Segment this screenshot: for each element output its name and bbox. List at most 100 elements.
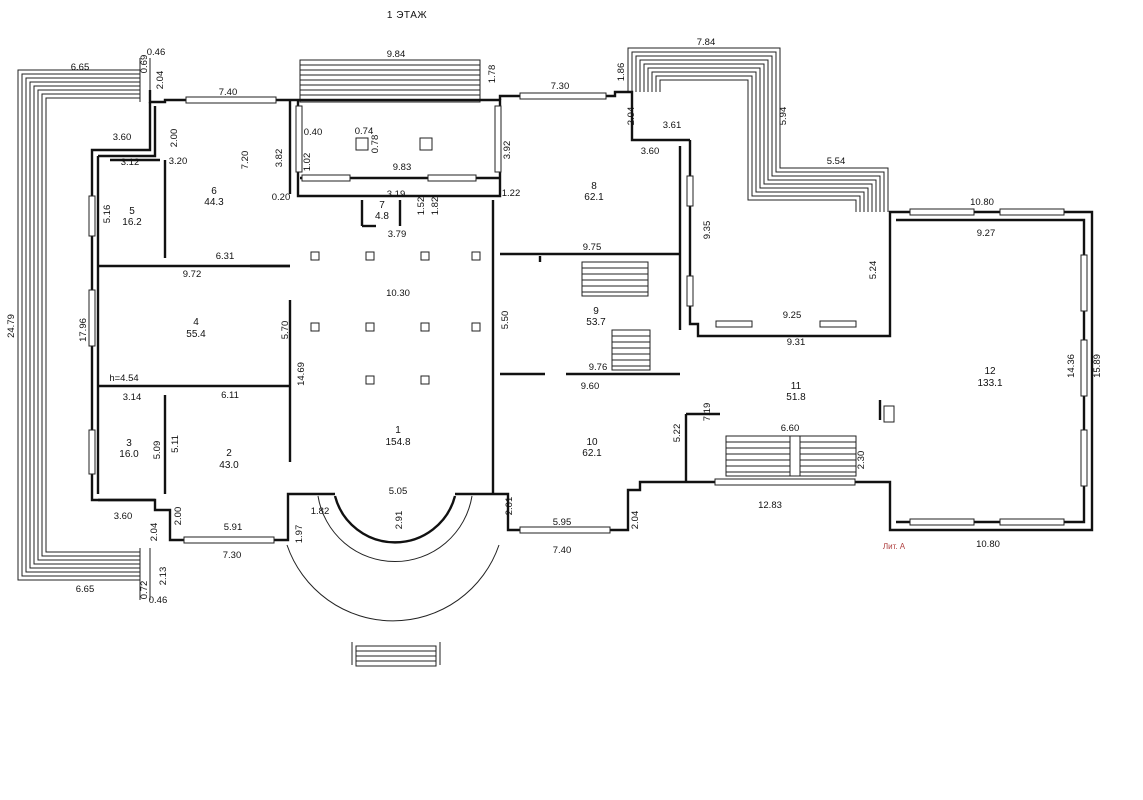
dim-label: 9.72: [183, 269, 202, 280]
dim-label: 10.30: [386, 288, 410, 299]
dim-label: 7.19: [702, 403, 713, 422]
dim-label: 1.82: [430, 197, 441, 216]
dim-label: 15.89: [1092, 354, 1103, 378]
dim-label: 3.19: [387, 189, 406, 200]
building-letter-label: Лит. А: [883, 542, 906, 551]
room-6-number: 6: [211, 186, 217, 197]
room-1-number: 1: [395, 425, 401, 436]
dim-label: 5.94: [778, 107, 789, 126]
dim-label: 3.60: [641, 146, 660, 157]
dim-label: 3.12: [121, 157, 140, 168]
dim-label: 9.25: [783, 310, 802, 321]
right-terrace-steps: [627, 47, 889, 212]
room-7-number: 7: [379, 200, 385, 211]
room-3-number: 3: [126, 438, 132, 449]
room-5-number: 5: [129, 206, 135, 217]
dim-label: 5.22: [672, 424, 683, 443]
entrance-porch: [286, 495, 500, 667]
dim-label: 24.79: [6, 314, 17, 338]
dim-label: 1.86: [616, 63, 627, 82]
dim-label: 0.40: [304, 127, 323, 138]
room-10-area: 62.1: [582, 448, 602, 459]
room-3-area: 16.0: [119, 449, 139, 460]
room-8-area: 62.1: [584, 192, 604, 203]
dim-label: 1.97: [294, 525, 305, 544]
room-9-area: 53.7: [586, 317, 606, 328]
dim-label: 2.91: [394, 511, 405, 530]
staircases: [581, 261, 857, 477]
room-2-number: 2: [226, 448, 232, 459]
room-2-area: 43.0: [219, 460, 239, 471]
dim-label: 3.79: [388, 229, 407, 240]
dim-label: 7.20: [240, 151, 251, 170]
dim-label: 0.69: [139, 55, 150, 74]
dim-label: 14.36: [1066, 354, 1077, 378]
dim-label: 2.04: [149, 523, 160, 542]
dim-label: 12.83: [758, 500, 782, 511]
dim-label: 9.84: [387, 49, 406, 60]
dim-label: 7.40: [553, 545, 572, 556]
room-11-area: 51.8: [786, 392, 806, 403]
dim-label: 10.80: [976, 539, 1000, 550]
columns: [310, 137, 895, 423]
dim-label: 1.52: [416, 197, 427, 216]
room-labels: 1 154.8 2 43.0 3 16.0 4 55.4 5 16.2 6 44…: [119, 181, 1003, 471]
windows: [88, 92, 1088, 544]
dim-label: 1.78: [487, 65, 498, 84]
dim-label: 9.31: [787, 337, 806, 348]
room-12-area: 133.1: [977, 378, 1002, 389]
dim-label: 5.09: [152, 441, 163, 460]
dim-label: 5.54: [827, 156, 846, 167]
dim-label: 9.76: [589, 362, 608, 373]
dim-label: 0.46: [147, 47, 166, 58]
dim-label: 5.05: [389, 486, 408, 497]
dim-label: 6.11: [221, 390, 239, 401]
dim-label: 0.72: [139, 581, 150, 600]
dim-label: 14.69: [296, 362, 307, 386]
room-11-number: 11: [791, 381, 802, 392]
top-center-steps: [299, 59, 481, 103]
dim-label: 2.04: [626, 107, 637, 126]
room-4-number: 4: [193, 317, 199, 328]
dim-label: 3.92: [502, 141, 513, 160]
dim-label: 2.01: [504, 497, 515, 516]
dim-label: 5.95: [553, 517, 572, 528]
dim-label: 3.82: [274, 149, 285, 168]
dimension-labels: 9.84 7.84 6.65 0.46 0.69 2.04 7.40 3.60 …: [6, 37, 1103, 606]
dim-label: 0.78: [370, 135, 381, 154]
dim-label: 2.04: [155, 71, 166, 90]
dim-label: 3.14: [123, 392, 142, 403]
dim-label: 7.84: [697, 37, 716, 48]
dim-label: 6.65: [71, 62, 90, 73]
room-12-number: 12: [984, 366, 996, 377]
dim-label: 9.27: [977, 228, 996, 239]
dim-label: 6.31: [216, 251, 235, 262]
room-9-number: 9: [593, 306, 599, 317]
dim-label: 3.60: [113, 132, 132, 143]
dim-label: 5.50: [500, 311, 511, 330]
dim-label: 2.13: [158, 567, 169, 586]
room-10-number: 10: [586, 437, 598, 448]
dim-label: 7.30: [551, 81, 570, 92]
dim-label: 5.91: [224, 522, 243, 533]
room-1-area: 154.8: [385, 437, 410, 448]
room-6-area: 44.3: [204, 197, 224, 208]
dim-label: 5.11: [170, 435, 181, 453]
left-terrace-steps: [17, 58, 151, 600]
dim-label: 9.83: [393, 162, 412, 173]
dim-label: h=4.54: [109, 373, 138, 384]
dim-label: 2.04: [630, 511, 641, 530]
room-8-number: 8: [591, 181, 597, 192]
dim-label: 7.40: [219, 87, 238, 98]
dim-label: 10.80: [970, 197, 994, 208]
dim-label: 2.00: [169, 129, 180, 148]
room-5-area: 16.2: [122, 217, 142, 228]
dim-label: 9.60: [581, 381, 600, 392]
dim-label: 9.75: [583, 242, 602, 253]
dim-label: 6.65: [76, 584, 95, 595]
dim-label: 1.02: [302, 153, 313, 172]
dim-label: 2.00: [173, 507, 184, 526]
dim-label: 3.60: [114, 511, 133, 522]
dim-label: 9.35: [702, 221, 713, 240]
